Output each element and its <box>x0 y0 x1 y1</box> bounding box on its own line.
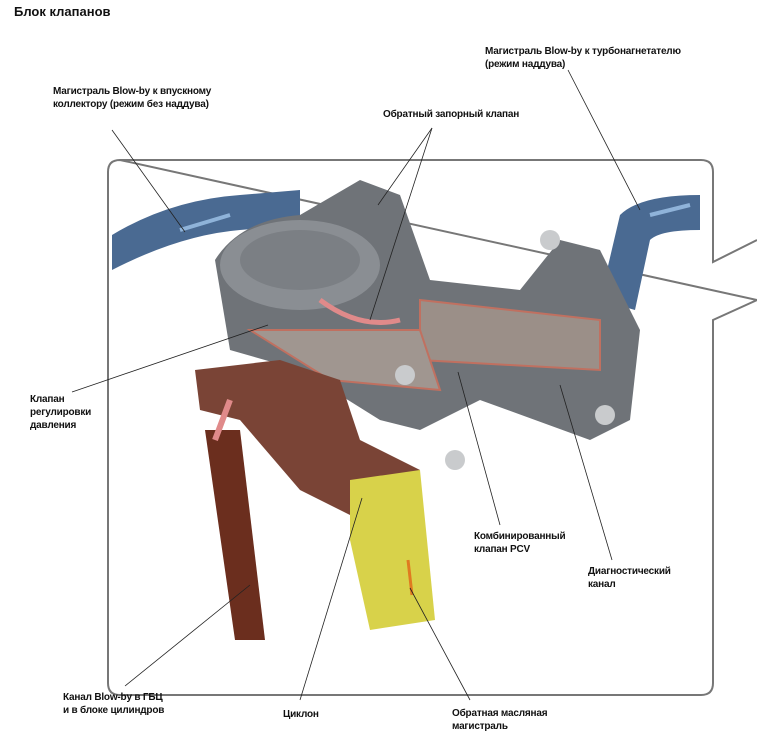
label-line: канал <box>588 579 616 590</box>
label-line: и в блоке цилиндров <box>63 705 165 716</box>
label-pressure-valve: Клапан регулировки давления <box>30 393 91 432</box>
label-diagnostic-channel: Диагностический канал <box>588 565 671 591</box>
turbo-pipe <box>600 195 700 310</box>
label-oil-return: Обратная масляная магистраль <box>452 707 548 733</box>
label-turbo-line: Магистраль Blow-by к турбонагнетателю (р… <box>485 45 681 71</box>
label-line: Канал Blow-by в ГБЦ <box>63 692 163 703</box>
leader-lines <box>71 69 641 701</box>
label-line: Комбинированный <box>474 531 566 542</box>
page-title: Блок клапанов <box>14 4 111 19</box>
label-line: Обратная масляная <box>452 708 548 719</box>
label-line: Обратный запорный клапан <box>383 109 520 120</box>
label-line: Циклон <box>283 709 319 720</box>
label-line: Диагностический <box>588 566 671 577</box>
oil-return-part <box>350 470 435 630</box>
label-head-channel: Канал Blow-by в ГБЦ и в блоке цилиндров <box>63 691 164 717</box>
label-line: Магистраль Blow-by к турбонагнетателю <box>485 46 681 57</box>
label-check-valve: Обратный запорный клапан <box>383 108 519 121</box>
label-line: регулировки <box>30 407 92 418</box>
label-intake-line: Магистраль Blow-by к впускному коллектор… <box>53 85 211 111</box>
label-line: коллектору (режим без наддува) <box>53 99 209 110</box>
label-cyclone: Циклон <box>283 708 319 721</box>
label-line: (режим наддува) <box>485 59 566 70</box>
label-line: давления <box>30 420 77 431</box>
label-pcv-valve: Комбинированный клапан PCV <box>474 530 566 556</box>
label-line: Магистраль Blow-by к впускному <box>53 86 212 97</box>
label-line: магистраль <box>452 721 508 732</box>
head-channel-pipe <box>205 430 265 640</box>
label-line: клапан PCV <box>474 544 531 555</box>
label-line: Клапан <box>30 394 65 405</box>
intake-pipe <box>112 190 300 270</box>
